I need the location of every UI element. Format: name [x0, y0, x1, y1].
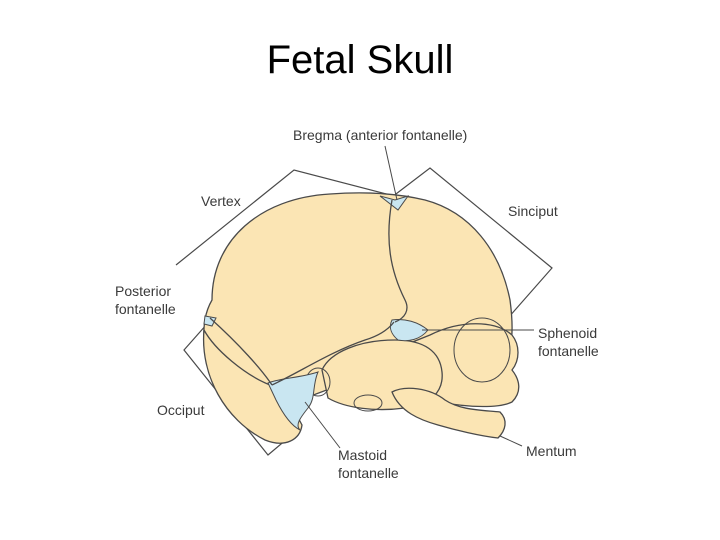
mastoid-fontanelle: [267, 371, 319, 431]
label-sphenoid-line1: Sphenoid: [538, 325, 598, 341]
label-vertex: Vertex: [201, 193, 241, 209]
slide-title: Fetal Skull: [266, 38, 454, 82]
label-occiput: Occiput: [157, 402, 205, 418]
squamosal-suture: [271, 321, 395, 386]
label-mastoid-fontanelle: Mastoid fontanelle: [338, 446, 399, 482]
ear-opening: [353, 394, 383, 412]
mandible: [391, 387, 506, 439]
sinciput-bracket: [391, 167, 553, 319]
coronal-suture: [388, 199, 408, 323]
label-bregma: Bregma (anterior fontanelle): [293, 127, 468, 143]
label-posterior-fontanelle: Posterior fontanelle: [115, 282, 176, 318]
bregma-leader: [384, 145, 398, 201]
label-posterior-line2: fontanelle: [115, 301, 176, 317]
lambdoid-suture: [209, 317, 273, 386]
label-posterior-line1: Posterior: [115, 283, 172, 299]
mentum-leader: [499, 435, 523, 447]
orbit: [453, 317, 511, 383]
label-sphenoid-line2: fontanelle: [538, 343, 599, 359]
label-sinciput: Sinciput: [508, 203, 558, 219]
vertex-bracket: [175, 169, 391, 266]
label-sphenoid-fontanelle: Sphenoid fontanelle: [538, 324, 599, 360]
label-mentum: Mentum: [526, 443, 577, 459]
mastoid-leader: [304, 401, 341, 449]
anterior-fontanelle: [379, 195, 410, 211]
occipital-bone: [202, 327, 303, 444]
label-mastoid-line1: Mastoid: [338, 447, 388, 463]
label-mastoid-line2: fontanelle: [338, 465, 399, 481]
sphenoid-fontanelle: [389, 319, 429, 342]
posterior-fontanelle: [203, 315, 217, 327]
